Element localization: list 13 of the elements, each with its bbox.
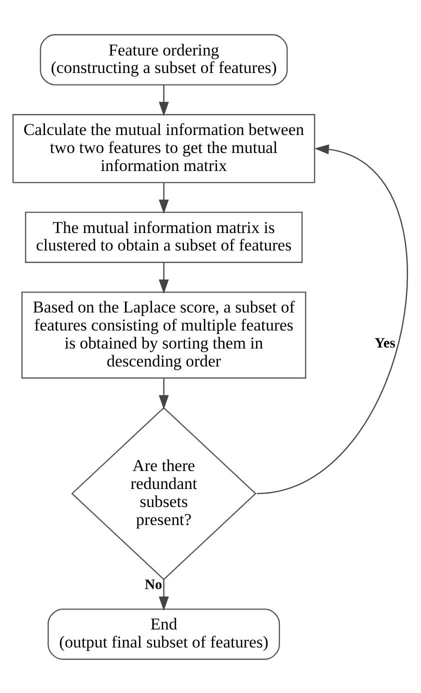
arrow (158, 84, 169, 116)
node-box: The mutual information matrix is clustered to obtain a subset of features (24, 211, 303, 262)
arrow (158, 262, 169, 294)
arrow (158, 579, 169, 610)
node-diamond: Are there redundant subsets present? (71, 406, 256, 580)
node-box: Calculate the mutual information between two two features to get the mutual information matrix (12, 114, 316, 183)
arrow (256, 144, 408, 494)
edge-label: Yes (374, 334, 396, 351)
node-box: End (output final subset of features) (48, 608, 280, 660)
node-box: Feature ordering (constructing a subset of features) (40, 34, 288, 85)
arrow (158, 378, 169, 409)
node-box: Based on the Laplace score, a subset of features consisting of multiple features is obtained by sorting them in descending order (21, 291, 306, 378)
arrow (158, 182, 169, 214)
